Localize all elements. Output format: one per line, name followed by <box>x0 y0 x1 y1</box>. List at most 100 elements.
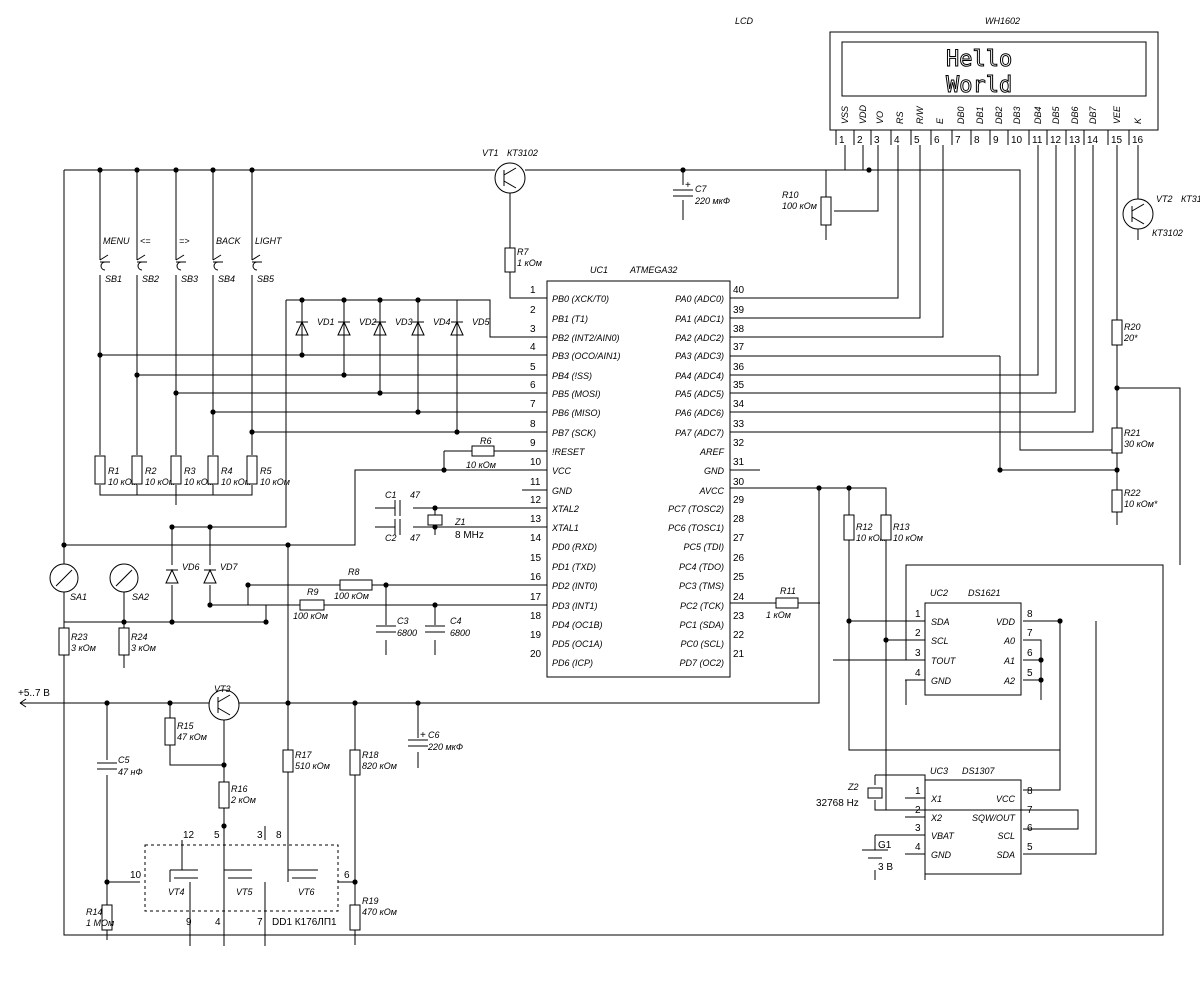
junction-dot <box>377 297 383 303</box>
mcu-pin-name: PD2 (INT0) <box>552 581 598 591</box>
button-ref: SB5 <box>257 274 275 284</box>
mcu-pin-name: AVCC <box>698 486 724 496</box>
mcu-pin-number: 1 <box>530 285 536 296</box>
mcu-pin-name: PD1 (TXD) <box>552 562 596 572</box>
button-sb3 <box>175 254 186 271</box>
resistor-r18 <box>349 749 361 776</box>
junction-dot <box>1038 657 1044 663</box>
lcd-line-2: World <box>946 73 1012 98</box>
mcu-pin-number: 22 <box>733 630 745 641</box>
resistor-ref: R10 <box>782 190 799 200</box>
lcd-pin-number: 8 <box>974 135 980 146</box>
mcu-pin-name: !RESET <box>552 447 586 457</box>
mcu-pin-number: 7 <box>530 399 536 410</box>
button-sb5 <box>251 254 262 271</box>
mcu-pin-number: 11 <box>530 477 541 488</box>
junction-dot <box>680 167 686 173</box>
capacitor-value: 6800 <box>450 628 470 638</box>
mcu-pin-name: AREF <box>699 447 725 457</box>
button-ref: SB4 <box>218 274 235 284</box>
diode-vd1 <box>295 320 309 336</box>
mcu-pin-name: PC4 (TDO) <box>679 562 724 572</box>
resistor-value: 1 кОм <box>766 610 791 620</box>
mcu-pin-name: PC7 (TOSC2) <box>668 504 724 514</box>
capacitor-value: 6800 <box>397 628 417 638</box>
resistor-r20 <box>1111 319 1123 346</box>
mcu-pin-number: 3 <box>530 324 536 335</box>
resistor-value: 3 кОм <box>71 643 96 653</box>
resistor-ref: R1 <box>108 466 120 476</box>
resistor-r22 <box>1111 489 1123 513</box>
mcu-pin-name: PA6 (ADC6) <box>675 408 724 418</box>
capacitor-c5 <box>97 762 117 770</box>
mcu-pin-number: 2 <box>530 305 536 316</box>
junction-dot <box>1114 385 1120 391</box>
mcu-pin-number: 30 <box>733 477 745 488</box>
junction-dot <box>441 467 447 473</box>
capacitor-ref: C3 <box>397 616 409 626</box>
button-label: => <box>179 236 190 246</box>
uc3-ds1307: UC3 DS1307 1X12X23VBAT4GND8VCC7SQW/OUT6S… <box>905 766 1033 875</box>
resistor-value: 10 кОм <box>260 477 290 487</box>
resistor-value: 3 кОм <box>131 643 156 653</box>
uc2-pin-name: TOUT <box>931 656 957 666</box>
mcu-pin-number: 38 <box>733 324 745 335</box>
junction-dot <box>121 619 127 625</box>
resistor-value: 100 кОм <box>293 611 328 621</box>
junction-dot <box>249 167 255 173</box>
junction-dot <box>341 297 347 303</box>
lcd-pin-label: RS <box>895 111 905 124</box>
transistor-ref: VT1 <box>482 148 499 158</box>
junction-dot <box>997 467 1003 473</box>
mcu-pin-name: PC2 (TCK) <box>680 601 724 611</box>
uc2-pin-name: A0 <box>1003 636 1015 646</box>
junction-dot <box>846 618 852 624</box>
junction-dot <box>263 619 269 625</box>
uc2-pin-name: VDD <box>996 617 1016 627</box>
diode-vd2 <box>337 320 351 336</box>
mcu-pin-number: 12 <box>530 495 542 506</box>
junction-dot <box>415 409 421 415</box>
uc2-pin-number: 5 <box>1027 668 1033 679</box>
junction-dot <box>97 167 103 173</box>
uc3-pin-name: X2 <box>930 813 942 823</box>
diode-vd6 <box>165 568 179 584</box>
junction-dot <box>134 372 140 378</box>
junction-dot <box>352 879 358 885</box>
lcd-pin-number: 7 <box>955 135 961 146</box>
transistor-ref: VT3 <box>214 684 231 694</box>
junction-dot <box>377 390 383 396</box>
battery-value: 3 В <box>878 862 893 873</box>
dd1-package <box>144 844 339 912</box>
junction-dot <box>846 485 852 491</box>
uc3-pin-number: 1 <box>915 786 921 797</box>
capacitor-value: 47 <box>410 490 421 500</box>
capacitor-c2 <box>394 519 401 535</box>
mcu-pin-name: PA4 (ADC4) <box>675 371 724 381</box>
uc2-pin-number: 4 <box>915 668 921 679</box>
junction-dot <box>167 700 173 706</box>
resistor-r24 <box>118 627 130 656</box>
capacitor-ref: C7 <box>695 184 707 194</box>
uc2-pin-number: 3 <box>915 648 921 659</box>
resistor-r5 <box>246 455 258 485</box>
resistor-r1 <box>94 455 106 485</box>
dd1-transistor: VT5 <box>236 887 254 897</box>
sensor-symbol <box>115 569 133 587</box>
mcu-pin-name: PB7 (SCK) <box>552 428 596 438</box>
lcd-pin-label: DB6 <box>1070 106 1080 124</box>
uc2-pin-number: 6 <box>1027 648 1033 659</box>
mcu-pin-number: 24 <box>733 592 745 603</box>
dd1-pin-number: 3 <box>257 830 263 841</box>
mcu-pin-number: 23 <box>733 611 745 622</box>
capacitor-c1 <box>394 500 401 516</box>
resistor-ref: R21 <box>1124 428 1141 438</box>
resistor-ref: R16 <box>231 784 248 794</box>
mcu-pin-name: PC1 (SDA) <box>679 620 724 630</box>
diode-ref: VD3 <box>395 317 413 327</box>
uc3-pin-name: SCL <box>997 831 1015 841</box>
resistor-ref: R7 <box>517 247 529 257</box>
resistor-r14 <box>101 904 113 931</box>
diode-vd3 <box>373 320 387 336</box>
